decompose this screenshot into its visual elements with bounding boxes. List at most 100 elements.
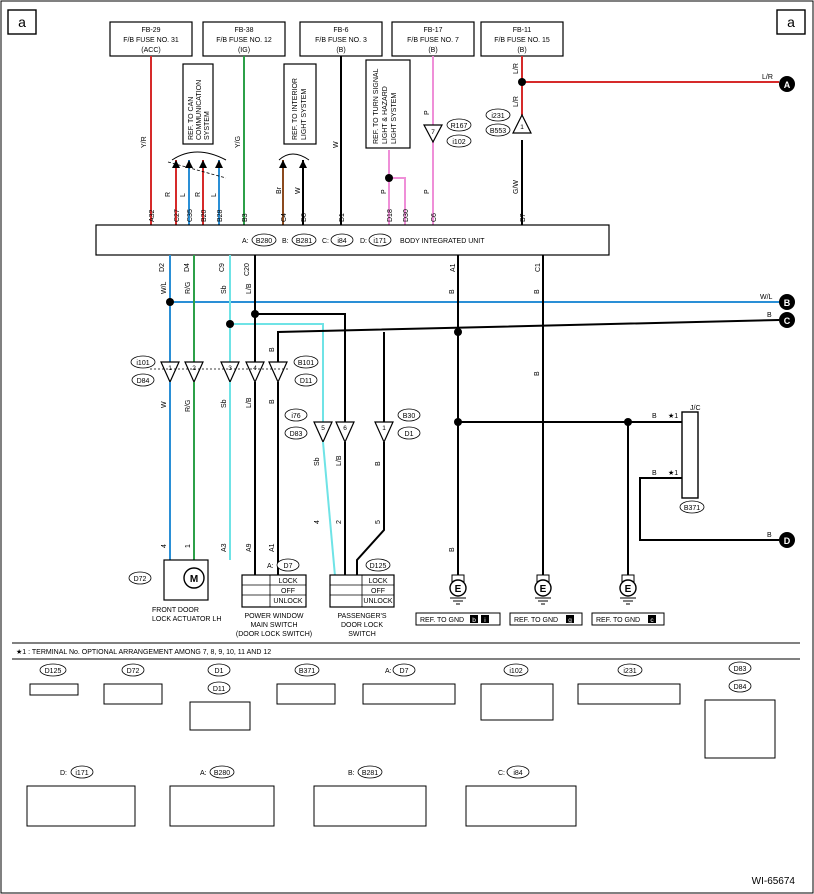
svg-text:F/B FUSE NO. 12: F/B FUSE NO. 12 (216, 37, 272, 44)
svg-text:E: E (625, 584, 632, 595)
connector-view-b371: B371 (276, 663, 336, 705)
svg-text:4: 4 (161, 544, 168, 548)
svg-text:D30: D30 (403, 209, 410, 222)
svg-text:i76: i76 (291, 413, 300, 420)
svg-text:D4: D4 (184, 263, 191, 272)
svg-text:C6: C6 (431, 213, 438, 222)
passenger-switch: LOCK OFF UNLOCK PASSENGER'S DOOR LOCK SW… (329, 574, 395, 638)
svg-text:A:: A: (242, 238, 249, 245)
wire-d30-p (389, 177, 406, 225)
svg-text:Sb: Sb (314, 457, 321, 466)
joint-connector: J/C ★1 ★1 (668, 405, 701, 499)
svg-text:LOCK ACTUATOR LH: LOCK ACTUATOR LH (152, 616, 221, 623)
svg-text:J/C: J/C (690, 405, 701, 412)
svg-text:L: L (180, 193, 187, 197)
svg-text:C20: C20 (244, 263, 251, 276)
svg-text:LOCK: LOCK (368, 578, 387, 585)
connector-view-i102: i102 (480, 663, 554, 721)
biu-top-terminals: A32 C27 C35 B20 B28 B3 C4 D8 D1 D18 D30 … (149, 209, 527, 222)
svg-text:F/B FUSE NO. 31: F/B FUSE NO. 31 (123, 37, 179, 44)
wire-b-to-d (639, 477, 779, 541)
tag-d84: D84 (131, 373, 155, 387)
svg-text:D:: D: (60, 770, 67, 777)
diagram-id: WI-65674 (752, 876, 796, 887)
svg-text:D84: D84 (734, 684, 747, 691)
splice-c (454, 328, 462, 336)
svg-text:B28: B28 (217, 209, 224, 222)
svg-text:1: 1 (185, 544, 192, 548)
svg-text:7: 7 (431, 129, 435, 136)
offpage-c: C (779, 312, 795, 328)
offpage-a: A (779, 76, 795, 92)
offpage-d: D (779, 532, 795, 548)
svg-text:C35: C35 (187, 209, 194, 222)
svg-text:B30: B30 (403, 413, 416, 420)
svg-text:F/B FUSE NO. 3: F/B FUSE NO. 3 (315, 37, 367, 44)
svg-text:L/B: L/B (246, 283, 253, 294)
svg-text:i231: i231 (623, 668, 636, 675)
svg-text:(B): (B) (517, 47, 526, 54)
svg-text:Br: Br (276, 186, 283, 194)
svg-text:A3: A3 (221, 543, 228, 552)
svg-text:P: P (424, 189, 431, 194)
svg-text:REF. TO GND: REF. TO GND (420, 617, 464, 624)
svg-text:(IG): (IG) (238, 47, 250, 54)
svg-text:C:: C: (322, 238, 329, 245)
svg-text:P: P (381, 189, 388, 194)
svg-text:Sb: Sb (221, 399, 228, 408)
svg-text:i84: i84 (337, 238, 346, 245)
svg-text:OFF: OFF (281, 588, 295, 595)
svg-text:P: P (424, 110, 431, 115)
interior-bracket (278, 153, 310, 161)
connector-view-b280: A: B280 (169, 765, 275, 827)
svg-text:c: c (650, 617, 654, 624)
connector-view-i171: D: i171 (26, 765, 136, 827)
svg-text:B371: B371 (299, 668, 315, 675)
svg-text:i: i (484, 617, 485, 624)
wire-sb-pass (322, 441, 336, 577)
connector-view-d72: D72 (103, 663, 163, 705)
svg-text:C9: C9 (219, 263, 226, 272)
fuse-box-7: FB-17 F/B FUSE NO. 7 (B) (391, 21, 475, 57)
can-arrows (172, 160, 223, 168)
svg-text:B: B (269, 347, 276, 352)
svg-text:W/L: W/L (161, 281, 168, 294)
svg-text:FB-29: FB-29 (141, 27, 160, 34)
splice-gnd (454, 418, 462, 426)
main-switch: LOCK OFF UNLOCK POWER WINDOW MAIN SWITCH… (236, 574, 312, 638)
svg-text:L/B: L/B (336, 455, 343, 466)
svg-text:D83: D83 (290, 431, 303, 438)
svg-text:R/G: R/G (185, 400, 192, 412)
svg-text:PASSENGER'S: PASSENGER'S (337, 613, 386, 620)
connector-view-d125: D125 (29, 663, 79, 696)
svg-text:FB-38: FB-38 (234, 27, 253, 34)
svg-text:a: a (18, 14, 26, 30)
svg-text:D125: D125 (370, 563, 387, 570)
svg-text:B280: B280 (214, 770, 230, 777)
svg-text:i102: i102 (509, 668, 522, 675)
svg-text:1: 1 (382, 425, 386, 432)
svg-text:A:: A: (267, 563, 274, 570)
svg-text:2: 2 (192, 365, 196, 372)
tag-d11: D11 (294, 373, 318, 387)
svg-text:B101: B101 (298, 360, 314, 367)
connector-view-d7: A: D7 (362, 663, 456, 705)
tag-d1: D1 (397, 426, 421, 440)
svg-text:A9: A9 (246, 543, 253, 552)
svg-text:A1: A1 (450, 263, 457, 272)
interior-arrows (279, 160, 307, 168)
tag-i101: i101 (130, 355, 156, 369)
svg-text:D72: D72 (127, 668, 140, 675)
wire-sb-to-i76 (230, 323, 324, 422)
svg-text:OFF: OFF (371, 588, 385, 595)
mid-wire-colors: W/L R/G Sb L/B B B B W R/G Sb L/B B Sb L… (161, 281, 773, 552)
svg-text:E: E (455, 584, 462, 595)
svg-text:b: b (472, 617, 476, 624)
svg-text:D1: D1 (215, 668, 224, 675)
svg-text:FRONT DOOR: FRONT DOOR (152, 607, 199, 614)
tag-i231: i231 (485, 108, 511, 122)
svg-text:C27: C27 (174, 209, 181, 222)
svg-text:Y/G: Y/G (235, 136, 242, 148)
connector-arrow-i231 (512, 113, 532, 134)
svg-text:L: L (211, 193, 218, 197)
